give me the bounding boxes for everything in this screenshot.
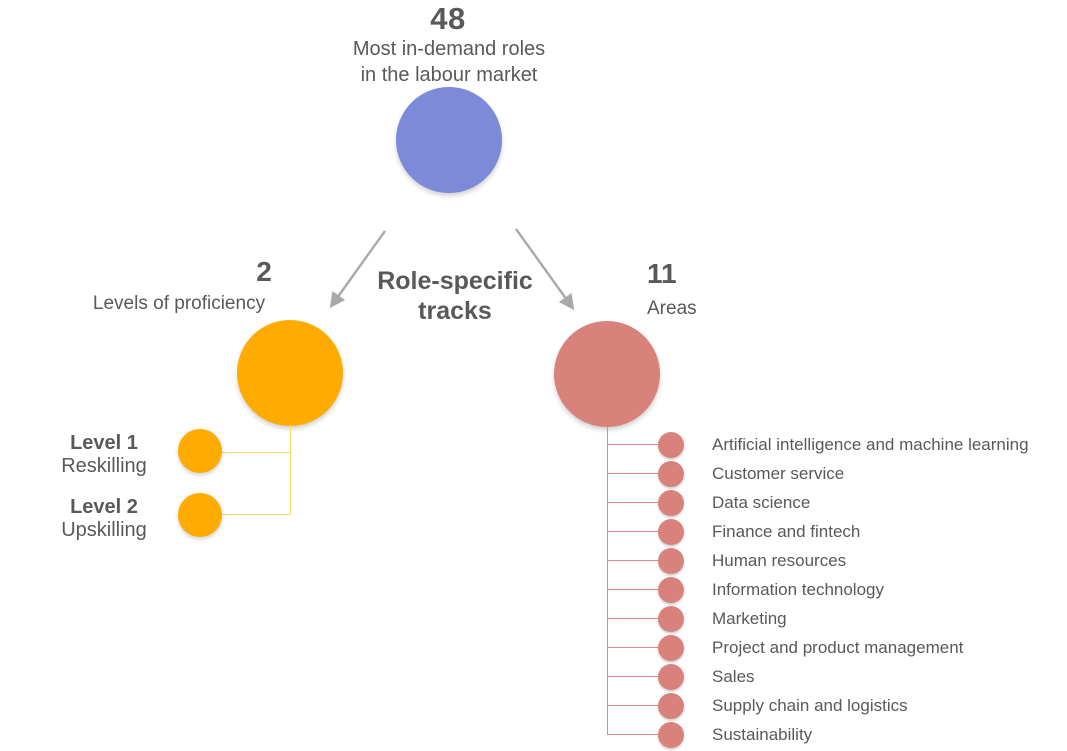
- area-connector-line: [607, 734, 658, 735]
- area-node-circle: [658, 605, 684, 632]
- right-connector-vertical: [607, 427, 608, 735]
- root-title: Most in-demand roles in the labour marke…: [318, 36, 580, 88]
- root-title-line1: Most in-demand roles: [352, 38, 546, 60]
- area-label: Project and product management: [712, 637, 964, 657]
- area-label: Artificial intelligence and machine lear…: [712, 434, 1029, 454]
- right-branch-label: Areas: [647, 298, 697, 319]
- area-label: Customer service: [712, 463, 845, 483]
- area-node-circle: [658, 460, 684, 487]
- level-1-title: Level 1: [70, 432, 138, 454]
- root-node-circle: [396, 87, 502, 193]
- area-node-circle: [658, 634, 684, 661]
- left-connector-level1: [222, 452, 290, 453]
- area-connector-line: [607, 647, 658, 648]
- right-branch-count: 11: [647, 258, 677, 289]
- area-label: Human resources: [712, 550, 847, 570]
- root-count: 48: [430, 1, 466, 36]
- center-label-line1: Role-specific: [377, 267, 533, 295]
- area-connector-line: [607, 560, 658, 561]
- area-row: Sustainability: [607, 720, 1029, 749]
- area-row: Supply chain and logistics: [607, 691, 1029, 720]
- area-node-circle: [658, 547, 684, 574]
- area-row: Marketing: [607, 604, 1029, 633]
- area-node-circle: [658, 518, 684, 545]
- area-node-circle: [658, 431, 684, 458]
- level-1-node-circle: [178, 429, 222, 473]
- area-connector-line: [607, 705, 658, 706]
- left-branch-circle: [237, 320, 343, 426]
- level-2-block: Level 2 Upskilling: [29, 496, 179, 542]
- area-connector-line: [607, 531, 658, 532]
- left-branch-label: Levels of proficiency: [92, 293, 266, 314]
- level-2-node-circle: [178, 493, 222, 537]
- area-node-circle: [658, 721, 684, 748]
- center-label-line2: tracks: [418, 297, 492, 325]
- area-connector-line: [607, 618, 658, 619]
- area-label: Sales: [712, 666, 755, 686]
- area-row: Artificial intelligence and machine lear…: [607, 430, 1029, 459]
- areas-list: Artificial intelligence and machine lear…: [607, 430, 1029, 749]
- level-1-block: Level 1 Reskilling: [29, 432, 179, 478]
- area-row: Data science: [607, 488, 1029, 517]
- left-branch-count: 2: [256, 256, 272, 287]
- area-connector-line: [607, 502, 658, 503]
- area-label: Marketing: [712, 608, 787, 628]
- area-label: Sustainability: [712, 724, 813, 744]
- area-row: Customer service: [607, 459, 1029, 488]
- area-label: Data science: [712, 492, 811, 512]
- area-connector-line: [607, 589, 658, 590]
- area-row: Sales: [607, 662, 1029, 691]
- area-connector-line: [607, 676, 658, 677]
- right-branch-circle: [554, 321, 660, 427]
- left-connector-vertical: [290, 425, 291, 515]
- area-node-circle: [658, 489, 684, 516]
- area-row: Human resources: [607, 546, 1029, 575]
- level-2-subtitle: Upskilling: [61, 519, 147, 541]
- left-connector-level2: [222, 514, 290, 515]
- area-row: Information technology: [607, 575, 1029, 604]
- area-label: Finance and fintech: [712, 521, 861, 541]
- area-connector-line: [607, 444, 658, 445]
- area-label: Information technology: [712, 579, 884, 599]
- area-connector-line: [607, 473, 658, 474]
- level-2-title: Level 2: [70, 496, 138, 518]
- area-label: Supply chain and logistics: [712, 695, 908, 715]
- root-title-line2: in the labour market: [360, 64, 538, 86]
- area-node-circle: [658, 663, 684, 690]
- area-row: Finance and fintech: [607, 517, 1029, 546]
- center-label: Role-specific tracks: [345, 266, 565, 326]
- area-node-circle: [658, 576, 684, 603]
- area-row: Project and product management: [607, 633, 1029, 662]
- level-1-subtitle: Reskilling: [61, 455, 147, 477]
- area-node-circle: [658, 692, 684, 719]
